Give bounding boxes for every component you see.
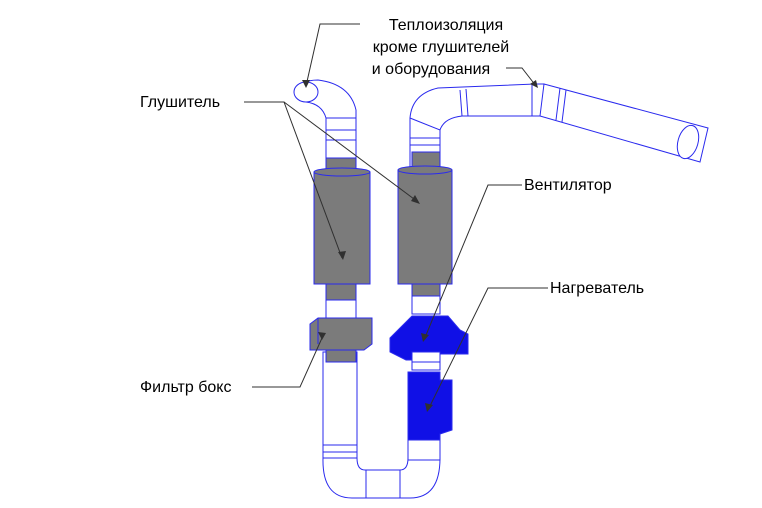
arrowheads: [302, 80, 538, 412]
arrowhead-filter: [318, 332, 326, 340]
label-insulation-line2: кроме глушителей: [372, 39, 510, 56]
label-insulation-line1: Теплоизоляция: [388, 17, 504, 34]
leader-muffler-2: [283, 101, 419, 203]
arrowhead-insulation-2: [530, 80, 538, 88]
leader-filter: [252, 337, 323, 388]
horizontal-duct: [539, 83, 709, 163]
arrowhead-insulation: [302, 80, 310, 88]
leader-lines: [244, 23, 548, 411]
leader-insulation: [305, 23, 360, 87]
bottom-u-bend: [322, 457, 441, 499]
arrowhead-muffler: [338, 251, 346, 260]
leader-heater: [427, 287, 548, 411]
label-fan: Вентилятор: [524, 177, 612, 194]
label-muffler: Глушитель: [140, 94, 221, 111]
fan-outlet: [411, 351, 441, 363]
horizontal-duct-end: [676, 124, 700, 160]
right-muffler-neck-bottom: [411, 283, 441, 297]
left-muffler-neck-bottom: [325, 283, 357, 301]
right-top-elbow: [409, 83, 541, 131]
filter-duct-lower: [325, 349, 357, 363]
left-duct-lower: [322, 351, 358, 459]
right-muffler-body: [397, 169, 453, 285]
label-filter-box: Фильтр бокс: [140, 379, 232, 396]
label-heater: Нагреватель: [550, 280, 645, 297]
label-insulation-line3: и оборудования: [371, 61, 491, 78]
arrowhead-muffler-2: [411, 195, 420, 204]
right-duct-lower: [407, 439, 441, 461]
equipment: [309, 151, 469, 441]
heater-neck: [411, 361, 441, 371]
fan-housing: [389, 315, 469, 361]
left-muffler-body: [313, 171, 371, 285]
leader-fan: [423, 184, 522, 341]
leader-insulation-2: [506, 67, 537, 87]
arrowhead-fan: [421, 333, 429, 342]
arrowhead-heater: [425, 403, 433, 412]
